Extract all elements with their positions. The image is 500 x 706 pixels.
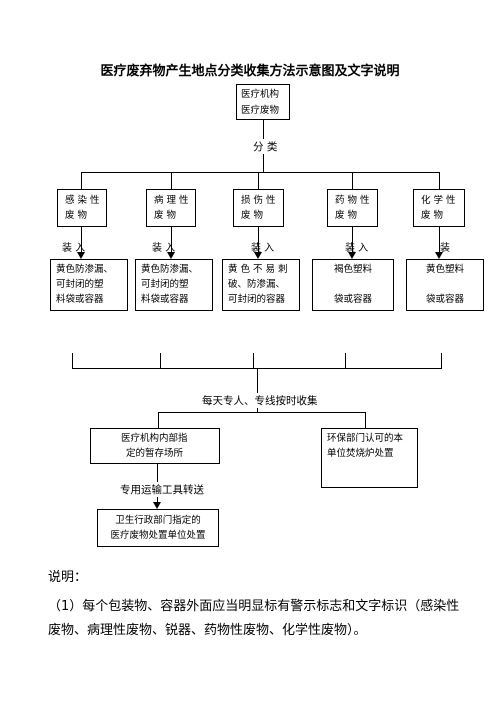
category-drop-2 <box>171 172 172 189</box>
collect-rise-5 <box>441 353 442 368</box>
category-drop-4 <box>352 172 353 189</box>
container-box-2: 黄色防渗漏、 可封闭的塑 料袋或容器 <box>135 259 213 311</box>
category-distributor-line <box>81 172 440 173</box>
category-box-chemical: 化 学 性 废 物 <box>413 189 465 227</box>
disposal-box: 卫生行政部门指定的 医疗废物处置单位处置 <box>97 509 219 547</box>
transport-label: 专用运输工具转送 <box>118 482 206 497</box>
load-arrowhead-4 <box>348 252 356 259</box>
category-box-pathological: 病 理 性 废 物 <box>146 189 196 227</box>
collect-rise-2 <box>160 353 161 368</box>
load-label-5: 装 <box>440 243 450 254</box>
disposal-line2: 医疗废物处置单位处置 <box>110 530 206 541</box>
load-arrowhead-1 <box>77 252 85 259</box>
collect-label: 每天专人、专线按时收集 <box>200 393 320 408</box>
category-line2: 废 物 <box>241 210 264 221</box>
incinerator-line2: 单位焚烧炉处置 <box>327 448 394 459</box>
collect-rise-4 <box>345 353 346 368</box>
container-line1: 黄 色 不 易 刺 <box>228 264 288 275</box>
source-line1: 医疗机构 <box>241 89 280 100</box>
load-connector-4 <box>352 227 353 253</box>
diagram-title: 医疗废弃物产生地点分类收集方法示意图及文字说明 <box>100 64 400 79</box>
category-line2: 废 物 <box>65 210 88 221</box>
load-connector-5 <box>439 227 440 253</box>
classify-label: 分 类 <box>251 139 280 154</box>
incinerator-line1: 环保部门认可的本 <box>327 433 404 444</box>
container-box-3: 黄 色 不 易 刺 破、防渗漏、 可封闭的容器 <box>222 259 300 311</box>
incinerator-box: 环保部门认可的本 单位焚烧炉处置 <box>321 428 418 488</box>
temp-storage-box: 医疗机构内部指 定的暂存场所 <box>90 428 220 464</box>
category-line1: 感 染 性 <box>65 195 100 206</box>
category-drop-1 <box>81 172 82 189</box>
notes-item-1: （1）每个包装物、容器外面应当明显标有警示标志和文字标识（感染性废物、病理性废物… <box>48 599 460 638</box>
temp-storage-line2: 定的暂存场所 <box>126 448 184 459</box>
load-label-4: 装 入 <box>345 243 369 254</box>
container-line1: 黄色塑料 <box>425 264 464 275</box>
load-connector-1 <box>81 227 82 253</box>
container-line1: 黄色防渗漏、 <box>56 264 114 275</box>
container-line2 <box>313 277 393 292</box>
category-line1: 病 理 性 <box>154 195 189 206</box>
category-line2: 废 物 <box>154 210 177 221</box>
load-label-3: 装 入 <box>251 243 275 254</box>
category-line2: 废 物 <box>421 210 444 221</box>
category-drop-5 <box>439 172 440 189</box>
category-line1: 损 伤 性 <box>241 195 276 206</box>
collect-rise-3 <box>253 353 254 368</box>
load-label-1: 装 入 <box>62 243 86 254</box>
container-line2: 可封闭的塑 <box>56 279 104 290</box>
category-line1: 化 学 性 <box>421 195 456 206</box>
load-connector-3 <box>258 227 259 253</box>
split-right-drop <box>365 412 366 428</box>
container-line3: 可封闭的容器 <box>228 294 286 305</box>
container-line3: 袋或容器 <box>333 294 372 305</box>
collect-stem <box>257 368 258 412</box>
container-line2: 可封闭的塑 <box>141 279 189 290</box>
load-connector-2 <box>171 227 172 253</box>
category-line1: 药 物 性 <box>335 195 370 206</box>
container-box-5: 黄色塑料 袋或容器 <box>406 259 484 311</box>
transport-arrowhead <box>153 502 161 509</box>
category-box-infectious: 感 染 性 废 物 <box>57 189 107 227</box>
source-box: 医疗机构 医疗废物 <box>236 84 290 120</box>
split-left-drop <box>158 412 159 428</box>
container-box-1: 黄色防渗漏、 可封闭的塑 料袋或容器 <box>50 259 128 311</box>
collect-rise-1 <box>72 353 73 368</box>
category-box-pharmaceutical: 药 物 性 废 物 <box>327 189 378 227</box>
notes-heading: 说明： <box>48 570 88 585</box>
load-arrowhead-2 <box>167 252 175 259</box>
split-line <box>158 412 365 413</box>
container-line2: 破、防渗漏、 <box>228 279 286 290</box>
container-line2 <box>407 277 483 292</box>
category-line2: 废 物 <box>335 210 358 221</box>
category-drop-3 <box>258 172 259 189</box>
temp-storage-line1: 医疗机构内部指 <box>121 433 188 444</box>
load-label-2: 装 入 <box>152 243 176 254</box>
load-arrowhead-3 <box>254 252 262 259</box>
load-arrowhead-5 <box>435 252 443 259</box>
category-box-sharps: 损 伤 性 废 物 <box>233 189 284 227</box>
container-line3: 料袋或容器 <box>141 294 189 305</box>
container-box-4: 褐色塑料 袋或容器 <box>312 259 394 311</box>
source-line2: 医疗废物 <box>241 105 280 116</box>
container-line1: 褐色塑料 <box>333 264 372 275</box>
disposal-line1: 卫生行政部门指定的 <box>115 515 201 526</box>
container-line1: 黄色防渗漏、 <box>141 264 199 275</box>
container-line3: 料袋或容器 <box>56 294 104 305</box>
container-line3: 袋或容器 <box>425 294 464 305</box>
